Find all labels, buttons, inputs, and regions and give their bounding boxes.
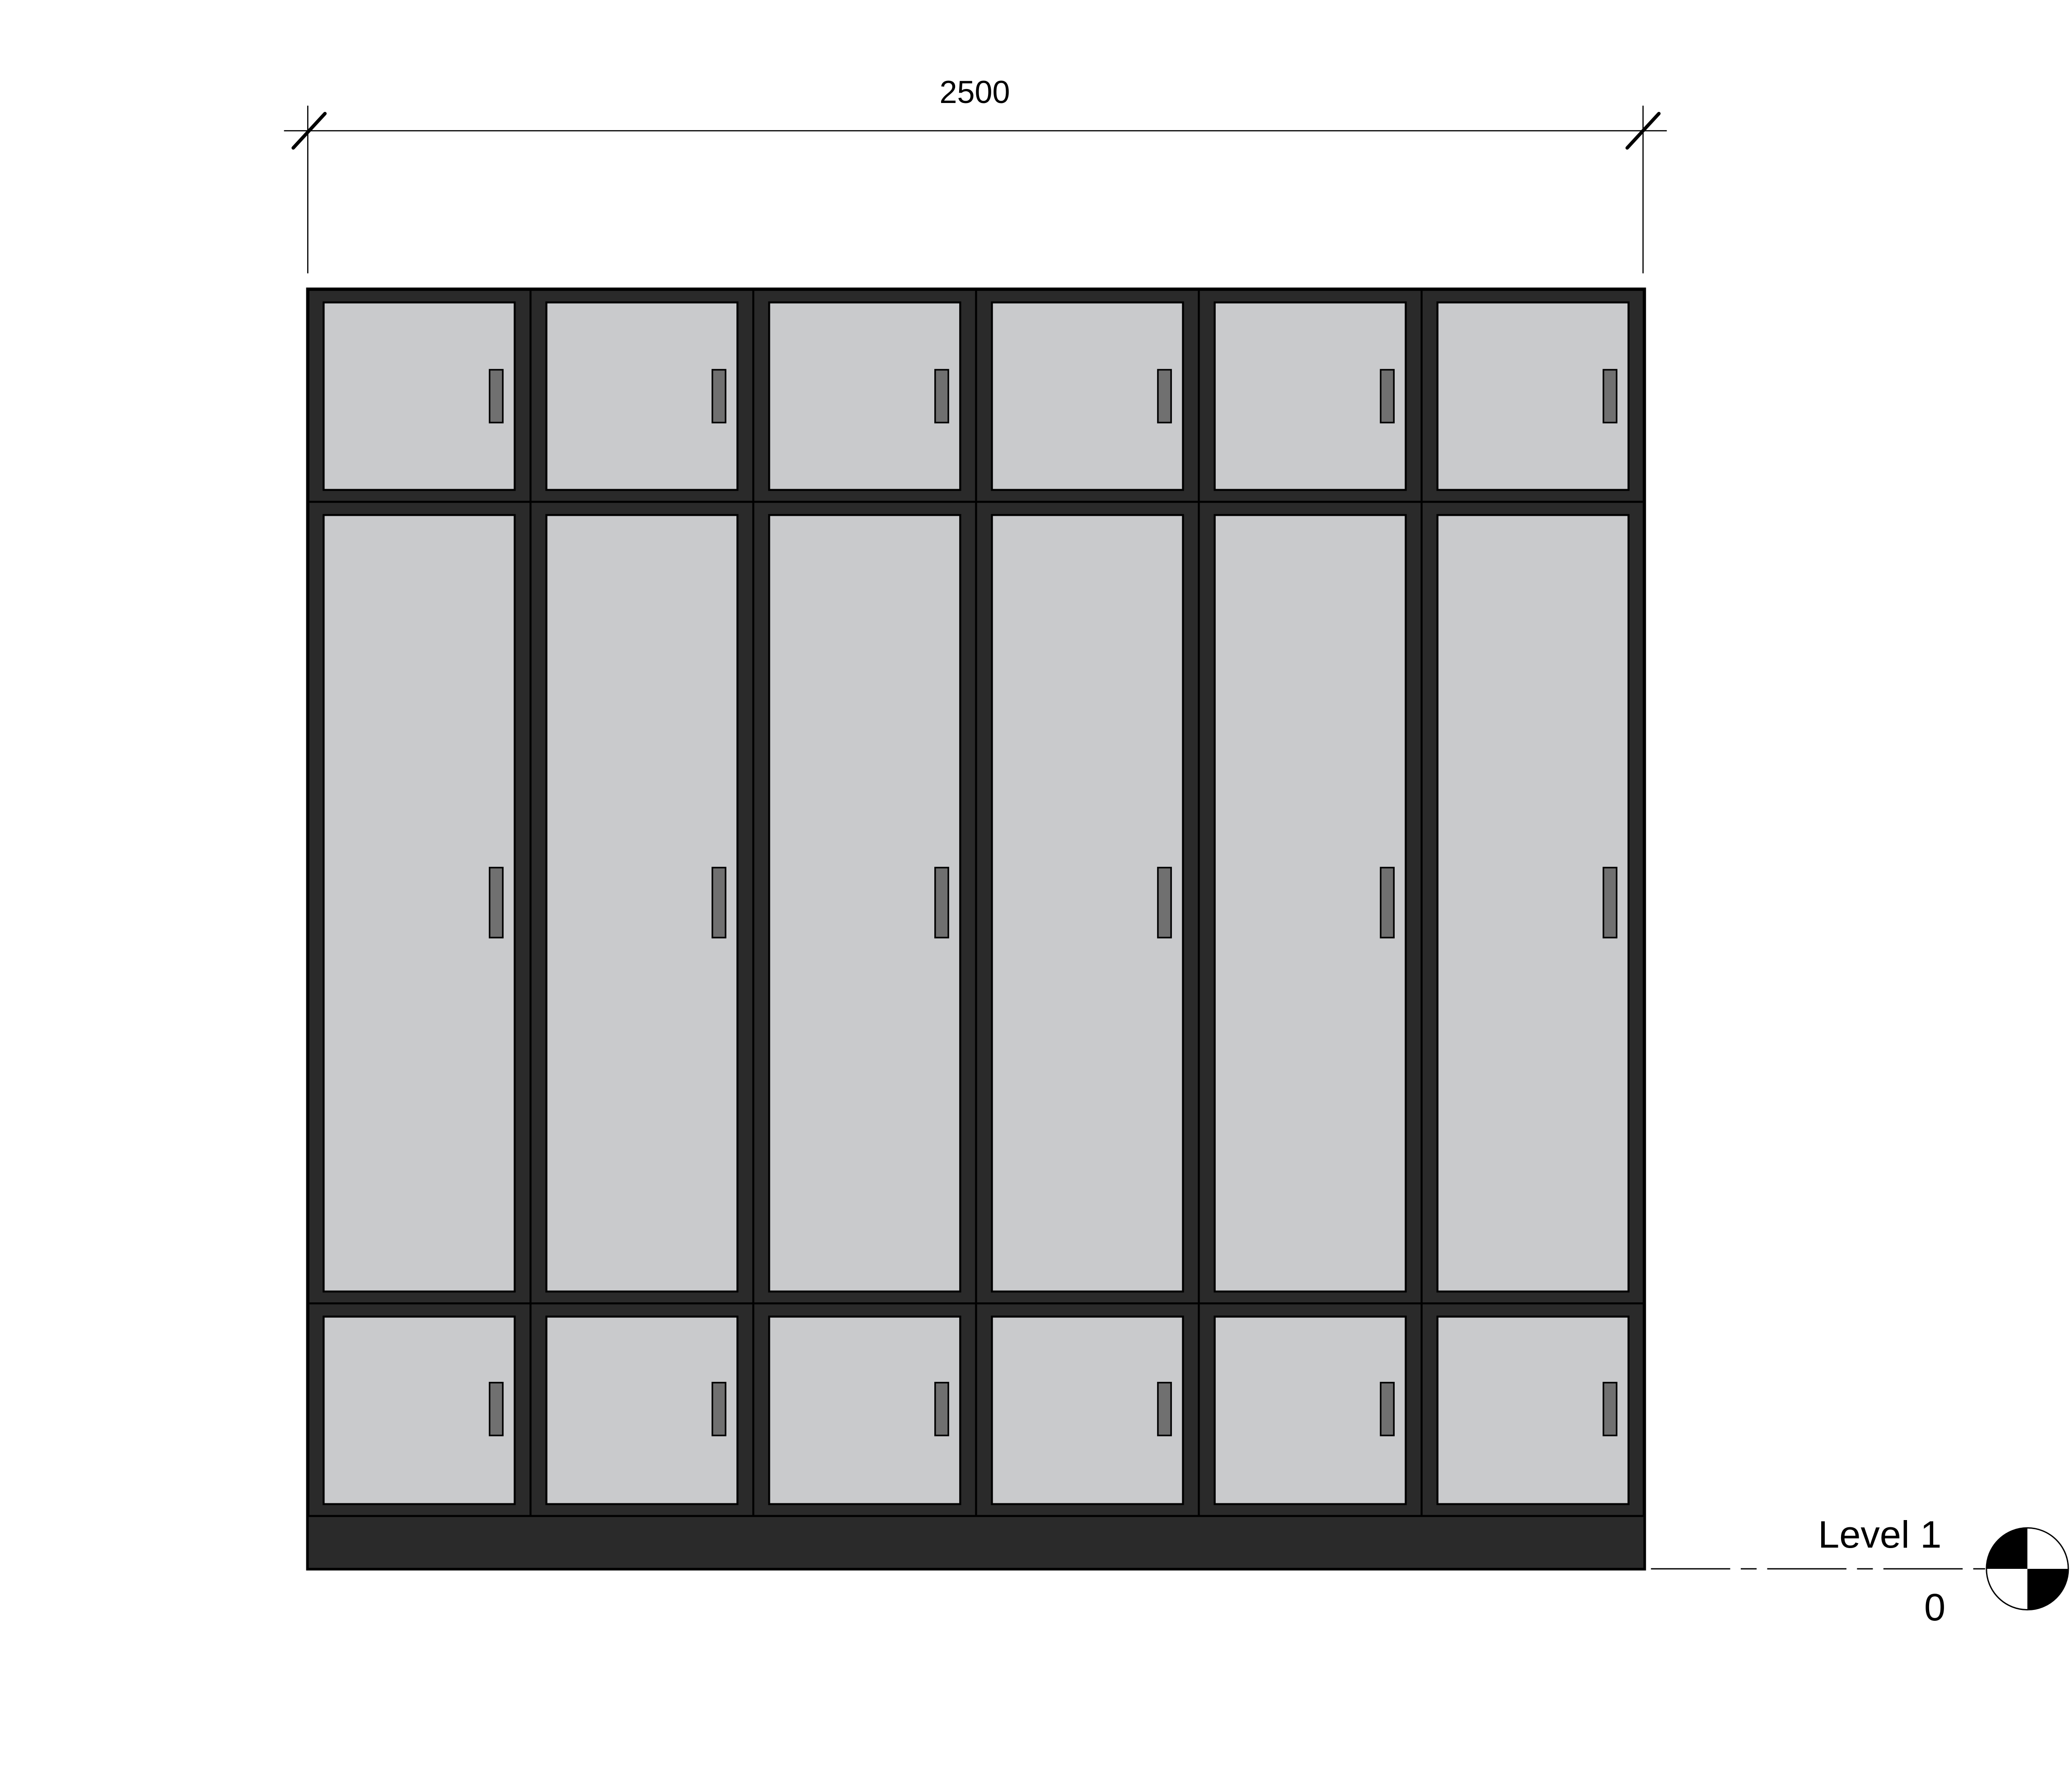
door-handle [1157, 866, 1172, 939]
door-handle [1602, 866, 1618, 939]
cabinet-door-bottom [1214, 1315, 1407, 1505]
door-handle [934, 1382, 949, 1436]
level-elevation: 0 [1924, 1586, 1945, 1628]
cabinet-door-top [768, 301, 961, 491]
cabinet-door-middle [1436, 514, 1630, 1293]
door-handle [934, 369, 949, 424]
door-handle [711, 369, 726, 424]
cabinet-door-middle [545, 514, 739, 1293]
level-datum-icon [1986, 1527, 2069, 1611]
door-handle [1602, 369, 1618, 424]
dimension-label: 2500 [939, 74, 1010, 110]
door-handle [1380, 1382, 1395, 1436]
cabinet-door-top [1436, 301, 1630, 491]
cabinet-door-bottom [768, 1315, 961, 1505]
cabinet-door-bottom [1436, 1315, 1630, 1505]
door-handle [488, 1382, 504, 1436]
door-handle [488, 369, 504, 424]
plinth [307, 1515, 1645, 1570]
level-marker: Level 1 0 [1651, 1513, 2069, 1628]
dimension-tick-left [291, 112, 327, 150]
door-handle [711, 866, 726, 939]
cabinet-door-top [1214, 301, 1407, 491]
cabinet-door-bottom [991, 1315, 1184, 1505]
cabinet-door-middle [768, 514, 961, 1293]
cabinet-door-top [323, 301, 516, 491]
dimension-tick-right [1625, 112, 1661, 150]
door-handle [1602, 1382, 1618, 1436]
cabinet-door-top [991, 301, 1184, 491]
door-handle [1157, 1382, 1172, 1436]
cabinet-door-top [545, 301, 739, 491]
dimension-line: 2500 [284, 74, 1667, 274]
door-handle [488, 866, 504, 939]
door-handle [1157, 369, 1172, 424]
cabinet-door-middle [1214, 514, 1407, 1293]
door-handle [1380, 866, 1395, 939]
cabinet-door-bottom [323, 1315, 516, 1505]
cabinet-door-middle [323, 514, 516, 1293]
door-handle [1380, 369, 1395, 424]
level-name: Level 1 [1818, 1513, 1941, 1556]
door-handle [711, 1382, 726, 1436]
cabinet [306, 287, 1646, 1571]
cabinet-door-bottom [545, 1315, 739, 1505]
door-handle [934, 866, 949, 939]
cabinet-door-middle [991, 514, 1184, 1293]
